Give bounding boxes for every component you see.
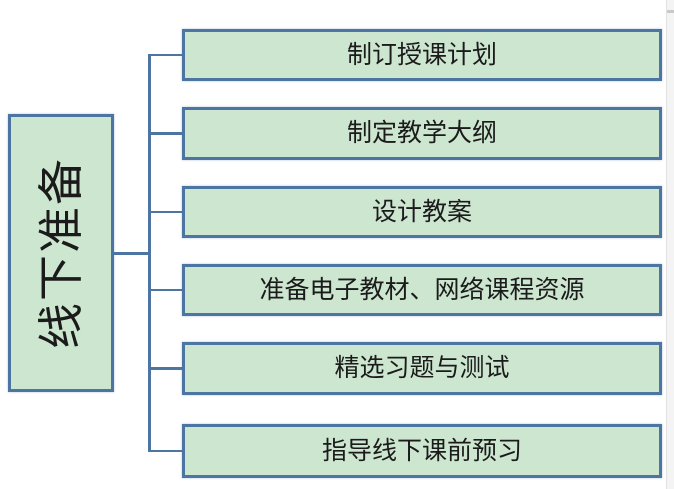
scrollbar-thumb[interactable] (667, 10, 674, 13)
branch-node[interactable]: 指导线下课前预习 (182, 424, 662, 478)
connector-branch-stub (149, 449, 182, 453)
branch-node-label: 准备电子教材、网络课程资源 (259, 275, 585, 304)
connector-branch-stub (149, 288, 182, 292)
branch-node[interactable]: 制订授课计划 (182, 29, 662, 81)
connector-trunk (148, 54, 151, 452)
connector-root-stub (114, 252, 149, 255)
connector-branch-stub (149, 367, 182, 370)
branch-node[interactable]: 精选习题与测试 (182, 342, 662, 395)
branch-node-label: 指导线下课前预习 (321, 436, 522, 465)
branch-node-label: 设计教案 (371, 197, 472, 226)
branch-node-label: 制订授课计划 (346, 40, 497, 69)
root-node[interactable]: 线下准备 (8, 114, 114, 392)
scrollbar-track[interactable] (666, 0, 674, 489)
branch-node-label: 制定教学大纲 (346, 119, 497, 147)
branch-node[interactable]: 准备电子教材、网络课程资源 (182, 264, 662, 316)
connector-branch-stub (149, 210, 182, 214)
connector-branch-stub (149, 53, 182, 57)
branch-node-label: 精选习题与测试 (334, 354, 510, 382)
connector-branch-stub (149, 132, 182, 135)
branch-node[interactable]: 设计教案 (182, 186, 662, 238)
root-node-label: 线下准备 (35, 157, 87, 349)
branch-node[interactable]: 制定教学大纲 (182, 107, 662, 160)
